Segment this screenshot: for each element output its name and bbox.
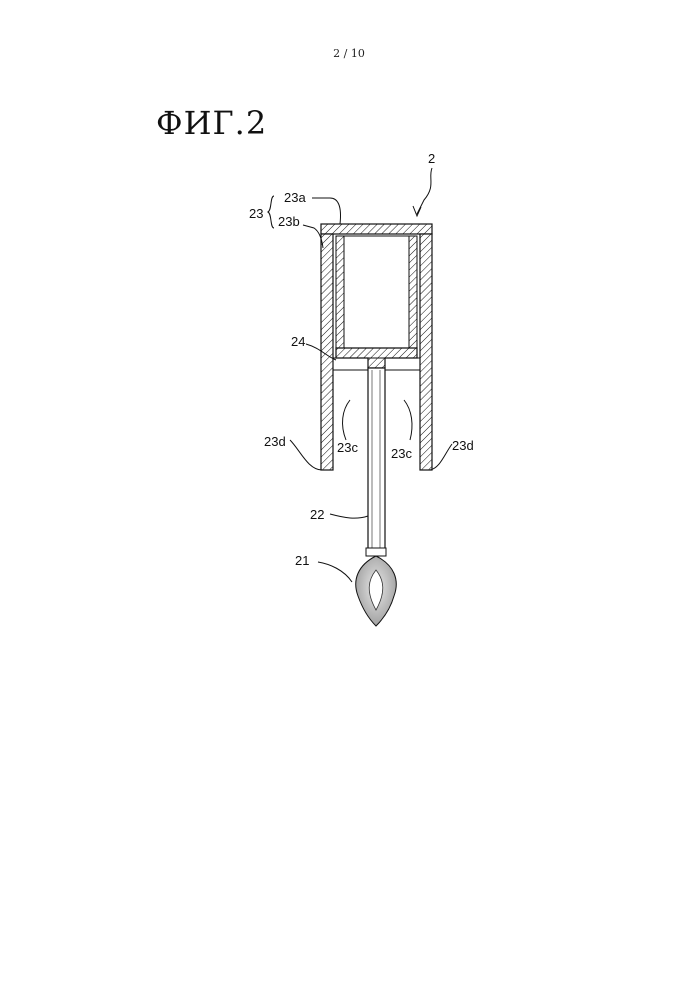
cap-top-wall [321, 224, 432, 234]
label-cap-top: 23a [284, 190, 306, 205]
label-leg-outer-right: 23d [452, 438, 474, 453]
shaft [368, 368, 385, 550]
label-shaft: 22 [310, 507, 324, 522]
cap-right-wall [420, 234, 432, 470]
inner-right-wall [409, 236, 417, 348]
label-cap-body: 23b [278, 214, 300, 229]
label-leg-inner-right: 23c [391, 446, 412, 461]
label-plug: 24 [291, 334, 305, 349]
label-leg-outer-left: 23d [264, 434, 286, 449]
label-cap-group: 23 [249, 206, 263, 221]
label-assembly: 2 [428, 151, 435, 166]
label-tip: 21 [295, 553, 309, 568]
inner-left-wall [336, 236, 344, 348]
label-leg-inner-left: 23c [337, 440, 358, 455]
